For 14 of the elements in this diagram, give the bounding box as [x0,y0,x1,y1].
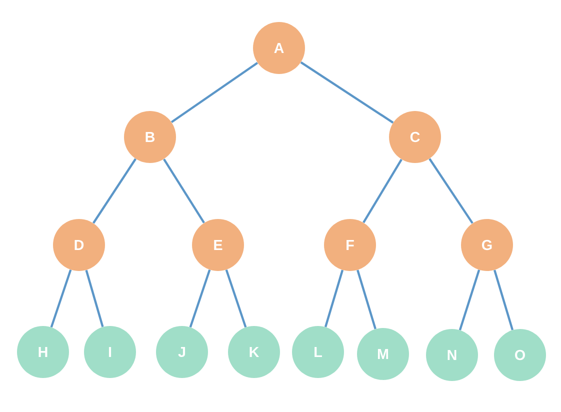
tree-edge [356,270,376,330]
tree-edge [189,269,211,328]
tree-edge [85,270,104,328]
tree-edge [300,61,394,124]
tree-edge [92,158,137,224]
tree-edge [324,270,344,328]
tree-edge [362,158,402,224]
tree-edge [458,270,480,330]
tree-edge [493,270,514,330]
tree-edge [50,269,72,328]
tree-edge [163,158,205,224]
tree-edge [170,62,258,124]
tree-edge [225,269,247,328]
tree-edge [428,158,474,224]
